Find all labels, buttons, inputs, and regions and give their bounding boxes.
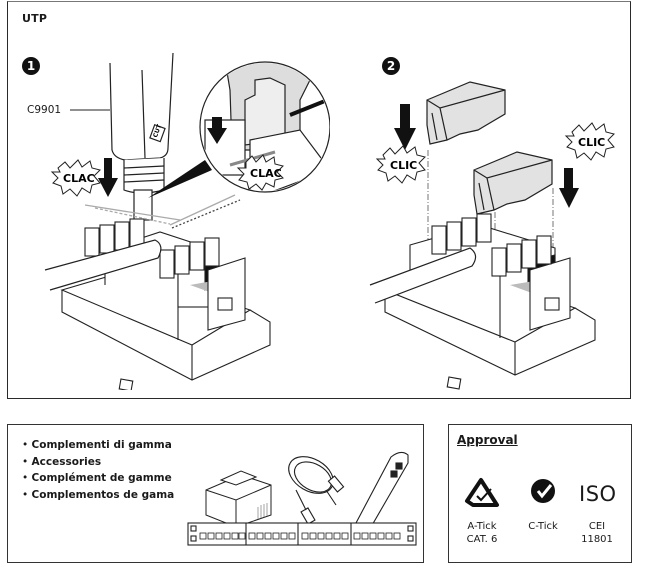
keystone-module-icon bbox=[383, 213, 596, 390]
approval-sublabel: CAT. 6 bbox=[466, 534, 498, 545]
approval-title: Approval bbox=[457, 433, 518, 447]
patch-panel-icon bbox=[187, 522, 417, 546]
approval-label: CEI bbox=[588, 521, 606, 532]
step-1-badge: 1 bbox=[22, 57, 40, 75]
keystone-module-icon bbox=[60, 218, 271, 390]
accessories-item: Complementos de gama bbox=[22, 487, 175, 504]
approval-sublabel: 11801 bbox=[581, 534, 613, 545]
instruction-frame bbox=[7, 1, 631, 399]
accessories-box: Complementi di gamma Accessories Complém… bbox=[7, 424, 424, 563]
c-tick-icon bbox=[531, 479, 555, 503]
sound-label-clac-2: CLAC bbox=[250, 167, 282, 180]
tool-label: C9901 bbox=[27, 104, 62, 116]
accessories-item: Complementi di gamma bbox=[22, 437, 174, 454]
approval-iso: CEI 11801 bbox=[567, 520, 627, 546]
clac-burst-icon bbox=[236, 154, 284, 191]
rj45-plug-icon bbox=[205, 470, 272, 528]
sound-label-clac-1: CLAC bbox=[63, 172, 95, 185]
step-2-badge: 2 bbox=[382, 57, 400, 75]
accessories-item: Complément de gamme bbox=[22, 470, 174, 487]
approval-box: Approval ISO A-Tick CAT. 6 C-Tick CEI 11… bbox=[448, 424, 632, 563]
approval-a-tick: A-Tick CAT. 6 bbox=[452, 520, 512, 546]
sound-label-clic-2: CLIC bbox=[578, 136, 605, 149]
accessories-list: Complementi di gamma Accessories Complém… bbox=[22, 437, 175, 504]
accessories-item: Accessories bbox=[22, 454, 174, 471]
section-title: UTP bbox=[22, 12, 48, 25]
approval-c-tick: C-Tick bbox=[513, 520, 573, 533]
cap-icon bbox=[473, 151, 553, 215]
tool-cut-marking: CUT bbox=[152, 123, 163, 139]
approval-label: C-Tick bbox=[528, 521, 558, 532]
a-tick-icon bbox=[465, 478, 499, 507]
approval-label: A-Tick bbox=[467, 521, 497, 532]
patch-cord-icon bbox=[288, 456, 345, 525]
cap-icon bbox=[426, 81, 506, 145]
step-1-illustration: CUT CLAC CLAC bbox=[44, 52, 330, 390]
step-2-illustration: CLIC CLIC bbox=[369, 81, 615, 390]
sound-label-clic-1: CLIC bbox=[390, 159, 417, 172]
punch-tool-icon bbox=[109, 52, 174, 221]
iso-icon: ISO bbox=[579, 482, 617, 506]
